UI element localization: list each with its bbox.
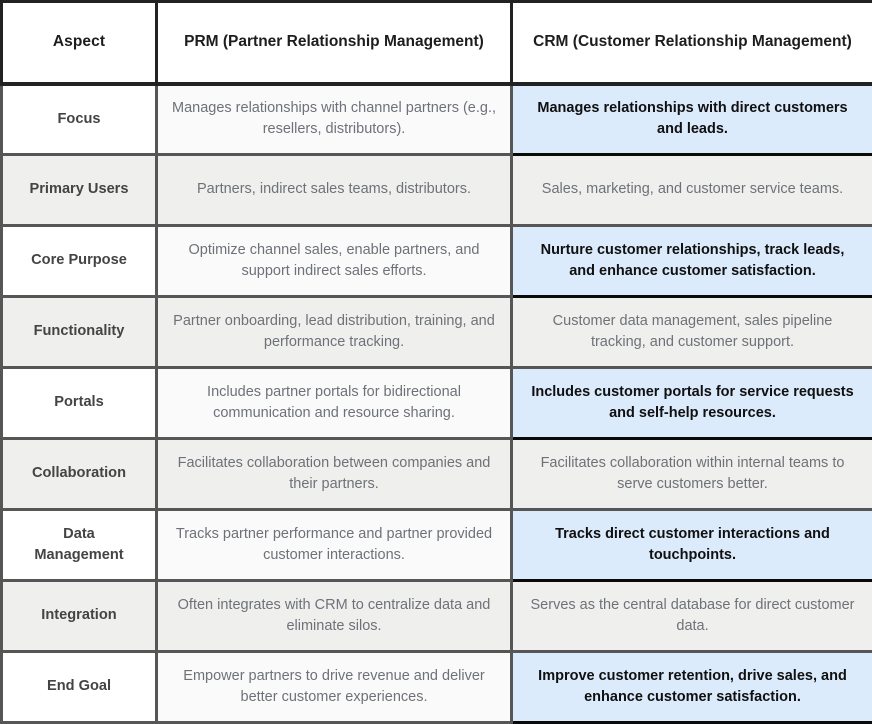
row-prm-cell: Manages relationships with channel partn… bbox=[157, 84, 512, 155]
table-row: Integration Often integrates with CRM to… bbox=[2, 581, 872, 652]
row-aspect-label: Integration bbox=[2, 581, 157, 652]
row-crm-cell: Facilitates collaboration within interna… bbox=[512, 439, 872, 510]
row-aspect-label: Primary Users bbox=[2, 155, 157, 226]
row-aspect-label: Functionality bbox=[2, 297, 157, 368]
row-prm-cell: Empower partners to drive revenue and de… bbox=[157, 652, 512, 723]
row-crm-cell: Manages relationships with direct custom… bbox=[512, 84, 872, 155]
row-crm-cell: Tracks direct customer interactions and … bbox=[512, 510, 872, 581]
row-crm-cell: Sales, marketing, and customer service t… bbox=[512, 155, 872, 226]
row-prm-cell: Partners, indirect sales teams, distribu… bbox=[157, 155, 512, 226]
row-aspect-label: End Goal bbox=[2, 652, 157, 723]
row-aspect-label: Focus bbox=[2, 84, 157, 155]
table-header: Aspect PRM (Partner Relationship Managem… bbox=[2, 2, 872, 84]
row-prm-cell: Often integrates with CRM to centralize … bbox=[157, 581, 512, 652]
row-aspect-label: Data Management bbox=[2, 510, 157, 581]
row-aspect-label: Portals bbox=[2, 368, 157, 439]
table-row: Functionality Partner onboarding, lead d… bbox=[2, 297, 872, 368]
row-crm-cell: Improve customer retention, drive sales,… bbox=[512, 652, 872, 723]
row-prm-cell: Partner onboarding, lead distribution, t… bbox=[157, 297, 512, 368]
column-header-aspect: Aspect bbox=[2, 2, 157, 84]
table-header-row: Aspect PRM (Partner Relationship Managem… bbox=[2, 2, 872, 84]
table-row: Data Management Tracks partner performan… bbox=[2, 510, 872, 581]
table-row: Focus Manages relationships with channel… bbox=[2, 84, 872, 155]
row-prm-cell: Tracks partner performance and partner p… bbox=[157, 510, 512, 581]
table-row: Portals Includes partner portals for bid… bbox=[2, 368, 872, 439]
column-header-prm: PRM (Partner Relationship Management) bbox=[157, 2, 512, 84]
row-crm-cell: Customer data management, sales pipeline… bbox=[512, 297, 872, 368]
column-header-crm: CRM (Customer Relationship Management) bbox=[512, 2, 872, 84]
table-row: Primary Users Partners, indirect sales t… bbox=[2, 155, 872, 226]
table-row: Collaboration Facilitates collaboration … bbox=[2, 439, 872, 510]
row-aspect-label: Collaboration bbox=[2, 439, 157, 510]
row-prm-cell: Optimize channel sales, enable partners,… bbox=[157, 226, 512, 297]
row-prm-cell: Includes partner portals for bidirection… bbox=[157, 368, 512, 439]
table-row: Core Purpose Optimize channel sales, ena… bbox=[2, 226, 872, 297]
row-crm-cell: Serves as the central database for direc… bbox=[512, 581, 872, 652]
row-prm-cell: Facilitates collaboration between compan… bbox=[157, 439, 512, 510]
table-row: End Goal Empower partners to drive reven… bbox=[2, 652, 872, 723]
row-crm-cell: Nurture customer relationships, track le… bbox=[512, 226, 872, 297]
table-body: Focus Manages relationships with channel… bbox=[2, 84, 872, 723]
row-crm-cell: Includes customer portals for service re… bbox=[512, 368, 872, 439]
row-aspect-label: Core Purpose bbox=[2, 226, 157, 297]
